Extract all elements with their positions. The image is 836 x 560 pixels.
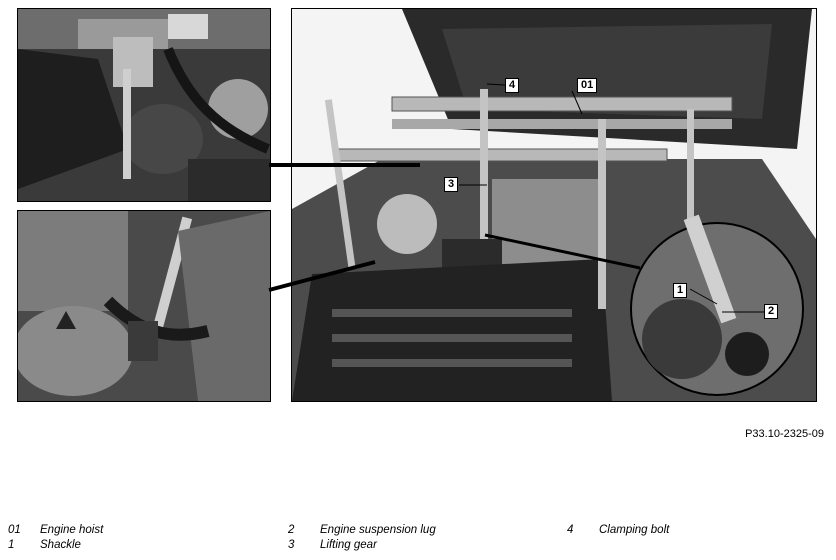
legend-number: 1 xyxy=(8,539,15,551)
legend-number: 01 xyxy=(8,524,21,536)
detail-photo-bottom xyxy=(17,210,271,402)
legend-label: Engine hoist xyxy=(40,524,104,536)
legend-number: 4 xyxy=(567,524,574,536)
legend-label: Engine suspension lug xyxy=(320,524,436,536)
legend-number: 2 xyxy=(288,524,295,536)
legend-label: Clamping bolt xyxy=(599,524,670,536)
figure-code: P33.10-2325-09 xyxy=(745,428,824,440)
callout-1: 1 xyxy=(673,283,688,298)
callout-2: 2 xyxy=(764,304,779,319)
legend: 01 Engine hoist 1 Shackle 2 Engine suspe… xyxy=(0,523,836,557)
legend-label: Shackle xyxy=(40,539,81,551)
callout-01: 01 xyxy=(577,78,598,93)
callout-4: 4 xyxy=(505,78,520,93)
main-engine-bay-photo xyxy=(291,8,817,402)
legend-label: Lifting gear xyxy=(320,539,377,551)
callout-3: 3 xyxy=(444,177,459,192)
legend-number: 3 xyxy=(288,539,295,551)
detail-photo-top xyxy=(17,8,271,202)
